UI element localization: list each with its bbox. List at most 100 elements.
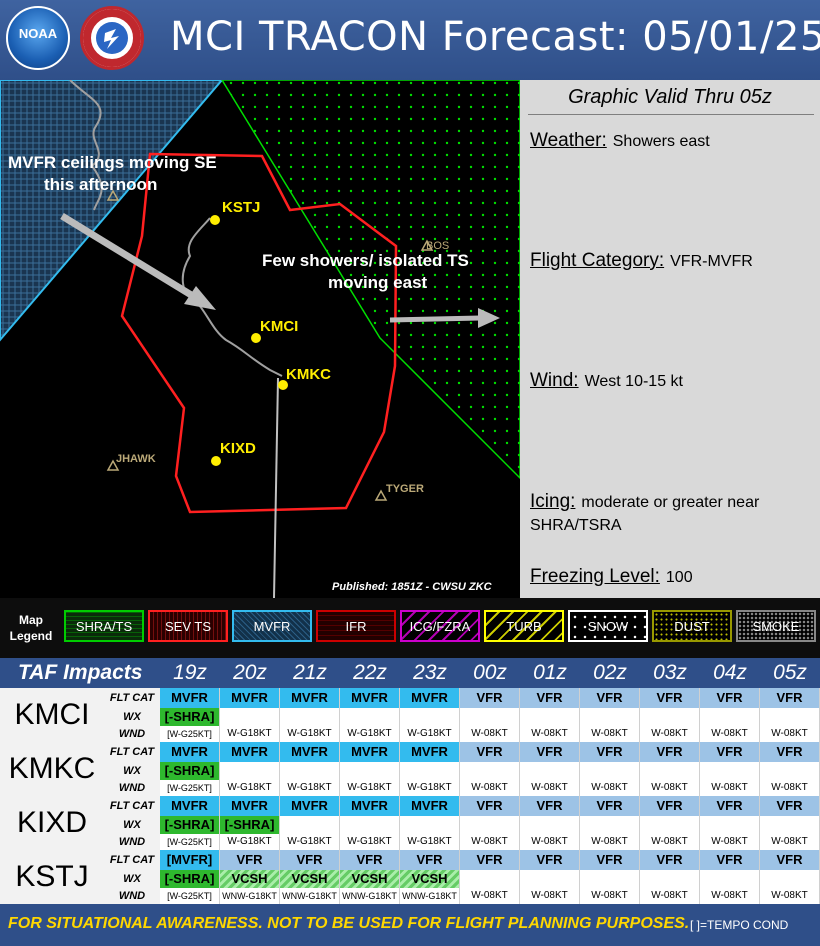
row-label: WND bbox=[118, 782, 146, 794]
flight-category-cell: VFR bbox=[400, 850, 460, 870]
wind-cell: W-08KT bbox=[640, 834, 700, 850]
weather-cell bbox=[460, 870, 520, 888]
weather-cell bbox=[520, 708, 580, 726]
weather-cell bbox=[520, 762, 580, 780]
tempo-note: [ ]=TEMPO COND bbox=[690, 918, 789, 932]
wind-cell: WNW-G18KT bbox=[340, 888, 400, 904]
row-label: FLT CAT bbox=[109, 746, 155, 758]
hour-header: 22z bbox=[353, 661, 387, 684]
weather-cell bbox=[460, 708, 520, 726]
flight-category-cell: MVFR bbox=[280, 688, 340, 708]
weather-cell bbox=[700, 762, 760, 780]
flight-category-value: VFR-MVFR bbox=[670, 253, 753, 270]
wind-cell: [W-G25KT] bbox=[160, 834, 220, 850]
weather-cell bbox=[760, 762, 820, 780]
flight-category-cell: MVFR bbox=[400, 742, 460, 762]
shower-arrow bbox=[389, 315, 481, 323]
weather-cell bbox=[640, 816, 700, 834]
fix-icon-tyger bbox=[374, 489, 388, 501]
site-name: KMKC bbox=[8, 752, 96, 785]
weather-cell bbox=[700, 816, 760, 834]
flight-category-cell: VFR bbox=[520, 850, 580, 870]
hour-header: 01z bbox=[533, 661, 567, 684]
wind-cell: W-08KT bbox=[760, 888, 820, 904]
flight-category-cell: MVFR bbox=[340, 688, 400, 708]
weather-cell: VCSH bbox=[220, 870, 280, 888]
nws-seal-icon bbox=[83, 9, 141, 67]
wind-cell: W-G18KT bbox=[400, 834, 460, 850]
legend-item-ifr: IFR bbox=[316, 610, 396, 642]
icing-value: moderate or greater near SHRA/TSRA bbox=[530, 494, 760, 534]
station-label-kixd: KIXD bbox=[220, 440, 256, 457]
fix-label-bos: BOS bbox=[426, 240, 449, 252]
flight-category-cell: VFR bbox=[520, 688, 580, 708]
weather-cell bbox=[460, 816, 520, 834]
legend-item-shra-ts: SHRA/TS bbox=[64, 610, 144, 642]
legend-title: Map Legend bbox=[9, 613, 53, 643]
flight-category-cell: VFR bbox=[760, 796, 820, 816]
row-label: WX bbox=[123, 711, 141, 723]
weather-cell bbox=[280, 762, 340, 780]
wind-cell: W-08KT bbox=[580, 834, 640, 850]
weather-cell: VCSH bbox=[400, 870, 460, 888]
row-label: WX bbox=[123, 873, 141, 885]
row-label: FLT CAT bbox=[109, 854, 155, 866]
legend-item-turb: TURB bbox=[484, 610, 564, 642]
flight-category-cell: MVFR bbox=[220, 796, 280, 816]
flight-category-cell: VFR bbox=[340, 850, 400, 870]
legend-item-mvfr: MVFR bbox=[232, 610, 312, 642]
flight-category-cell: MVFR bbox=[280, 796, 340, 816]
wind-cell: W-08KT bbox=[460, 834, 520, 850]
wind-cell: W-G18KT bbox=[280, 780, 340, 796]
flight-category-cell: VFR bbox=[700, 796, 760, 816]
wind-value: West 10-15 kt bbox=[584, 373, 683, 390]
page-title: MCI TRACON Forecast: 05/01/25 bbox=[170, 14, 820, 60]
noaa-logo: NOAA bbox=[6, 6, 70, 70]
weather-cell bbox=[520, 816, 580, 834]
flight-category-cell: VFR bbox=[700, 850, 760, 870]
fix-label-tyger: TYGER bbox=[386, 483, 424, 495]
shower-annotation-line2: moving east bbox=[328, 273, 428, 292]
flight-category-cell: VFR bbox=[460, 796, 520, 816]
flight-category-cell: VFR bbox=[640, 796, 700, 816]
weather-cell: VCSH bbox=[280, 870, 340, 888]
wind-cell: WNW-G18KT bbox=[280, 888, 340, 904]
flight-category-cell: VFR bbox=[640, 688, 700, 708]
footer: FOR SITUATIONAL AWARENESS. NOT TO BE USE… bbox=[0, 904, 820, 946]
wind-cell: W-G18KT bbox=[220, 780, 280, 796]
wind-cell: W-08KT bbox=[520, 834, 580, 850]
weather-cell bbox=[220, 708, 280, 726]
site-name: KIXD bbox=[16, 806, 88, 839]
hour-header: 04z bbox=[713, 661, 747, 684]
weather-cell bbox=[400, 708, 460, 726]
mvfr-area bbox=[0, 80, 224, 342]
row-label: WX bbox=[123, 819, 141, 831]
flight-category-cell: MVFR bbox=[400, 688, 460, 708]
freezing-level-value: 100 bbox=[665, 569, 693, 586]
sev-ts-area bbox=[120, 152, 398, 514]
weather-cell: [-SHRA] bbox=[160, 708, 220, 726]
wind-cell: WNW-G18KT bbox=[220, 888, 280, 904]
weather-cell: [-SHRA] bbox=[220, 816, 280, 834]
map-canvas: KSTJ KMCI KMKC KIXD BOS JHAWK TYGER MVFR… bbox=[0, 80, 520, 598]
weather-cell bbox=[640, 708, 700, 726]
wind-cell: WNW-G18KT bbox=[400, 888, 460, 904]
hour-header: 19z bbox=[173, 661, 207, 684]
noaa-logo-text: NOAA bbox=[18, 26, 58, 41]
flight-category-summary: Flight Category:VFR-MVFR bbox=[530, 250, 815, 272]
disclaimer-text: FOR SITUATIONAL AWARENESS. NOT TO BE USE… bbox=[8, 915, 690, 932]
wind-cell: W-08KT bbox=[640, 780, 700, 796]
weather-cell bbox=[280, 708, 340, 726]
flight-category-cell: VFR bbox=[460, 850, 520, 870]
station-marker-kmci bbox=[251, 333, 261, 343]
flight-category-cell: MVFR bbox=[340, 796, 400, 816]
flight-category-cell: VFR bbox=[580, 688, 640, 708]
wind-cell: [W-G25KT] bbox=[160, 888, 220, 904]
weather-cell bbox=[340, 762, 400, 780]
ceiling-arrow bbox=[60, 213, 208, 307]
weather-cell bbox=[460, 762, 520, 780]
station-marker-kixd bbox=[211, 456, 221, 466]
flight-category-cell: VFR bbox=[460, 688, 520, 708]
